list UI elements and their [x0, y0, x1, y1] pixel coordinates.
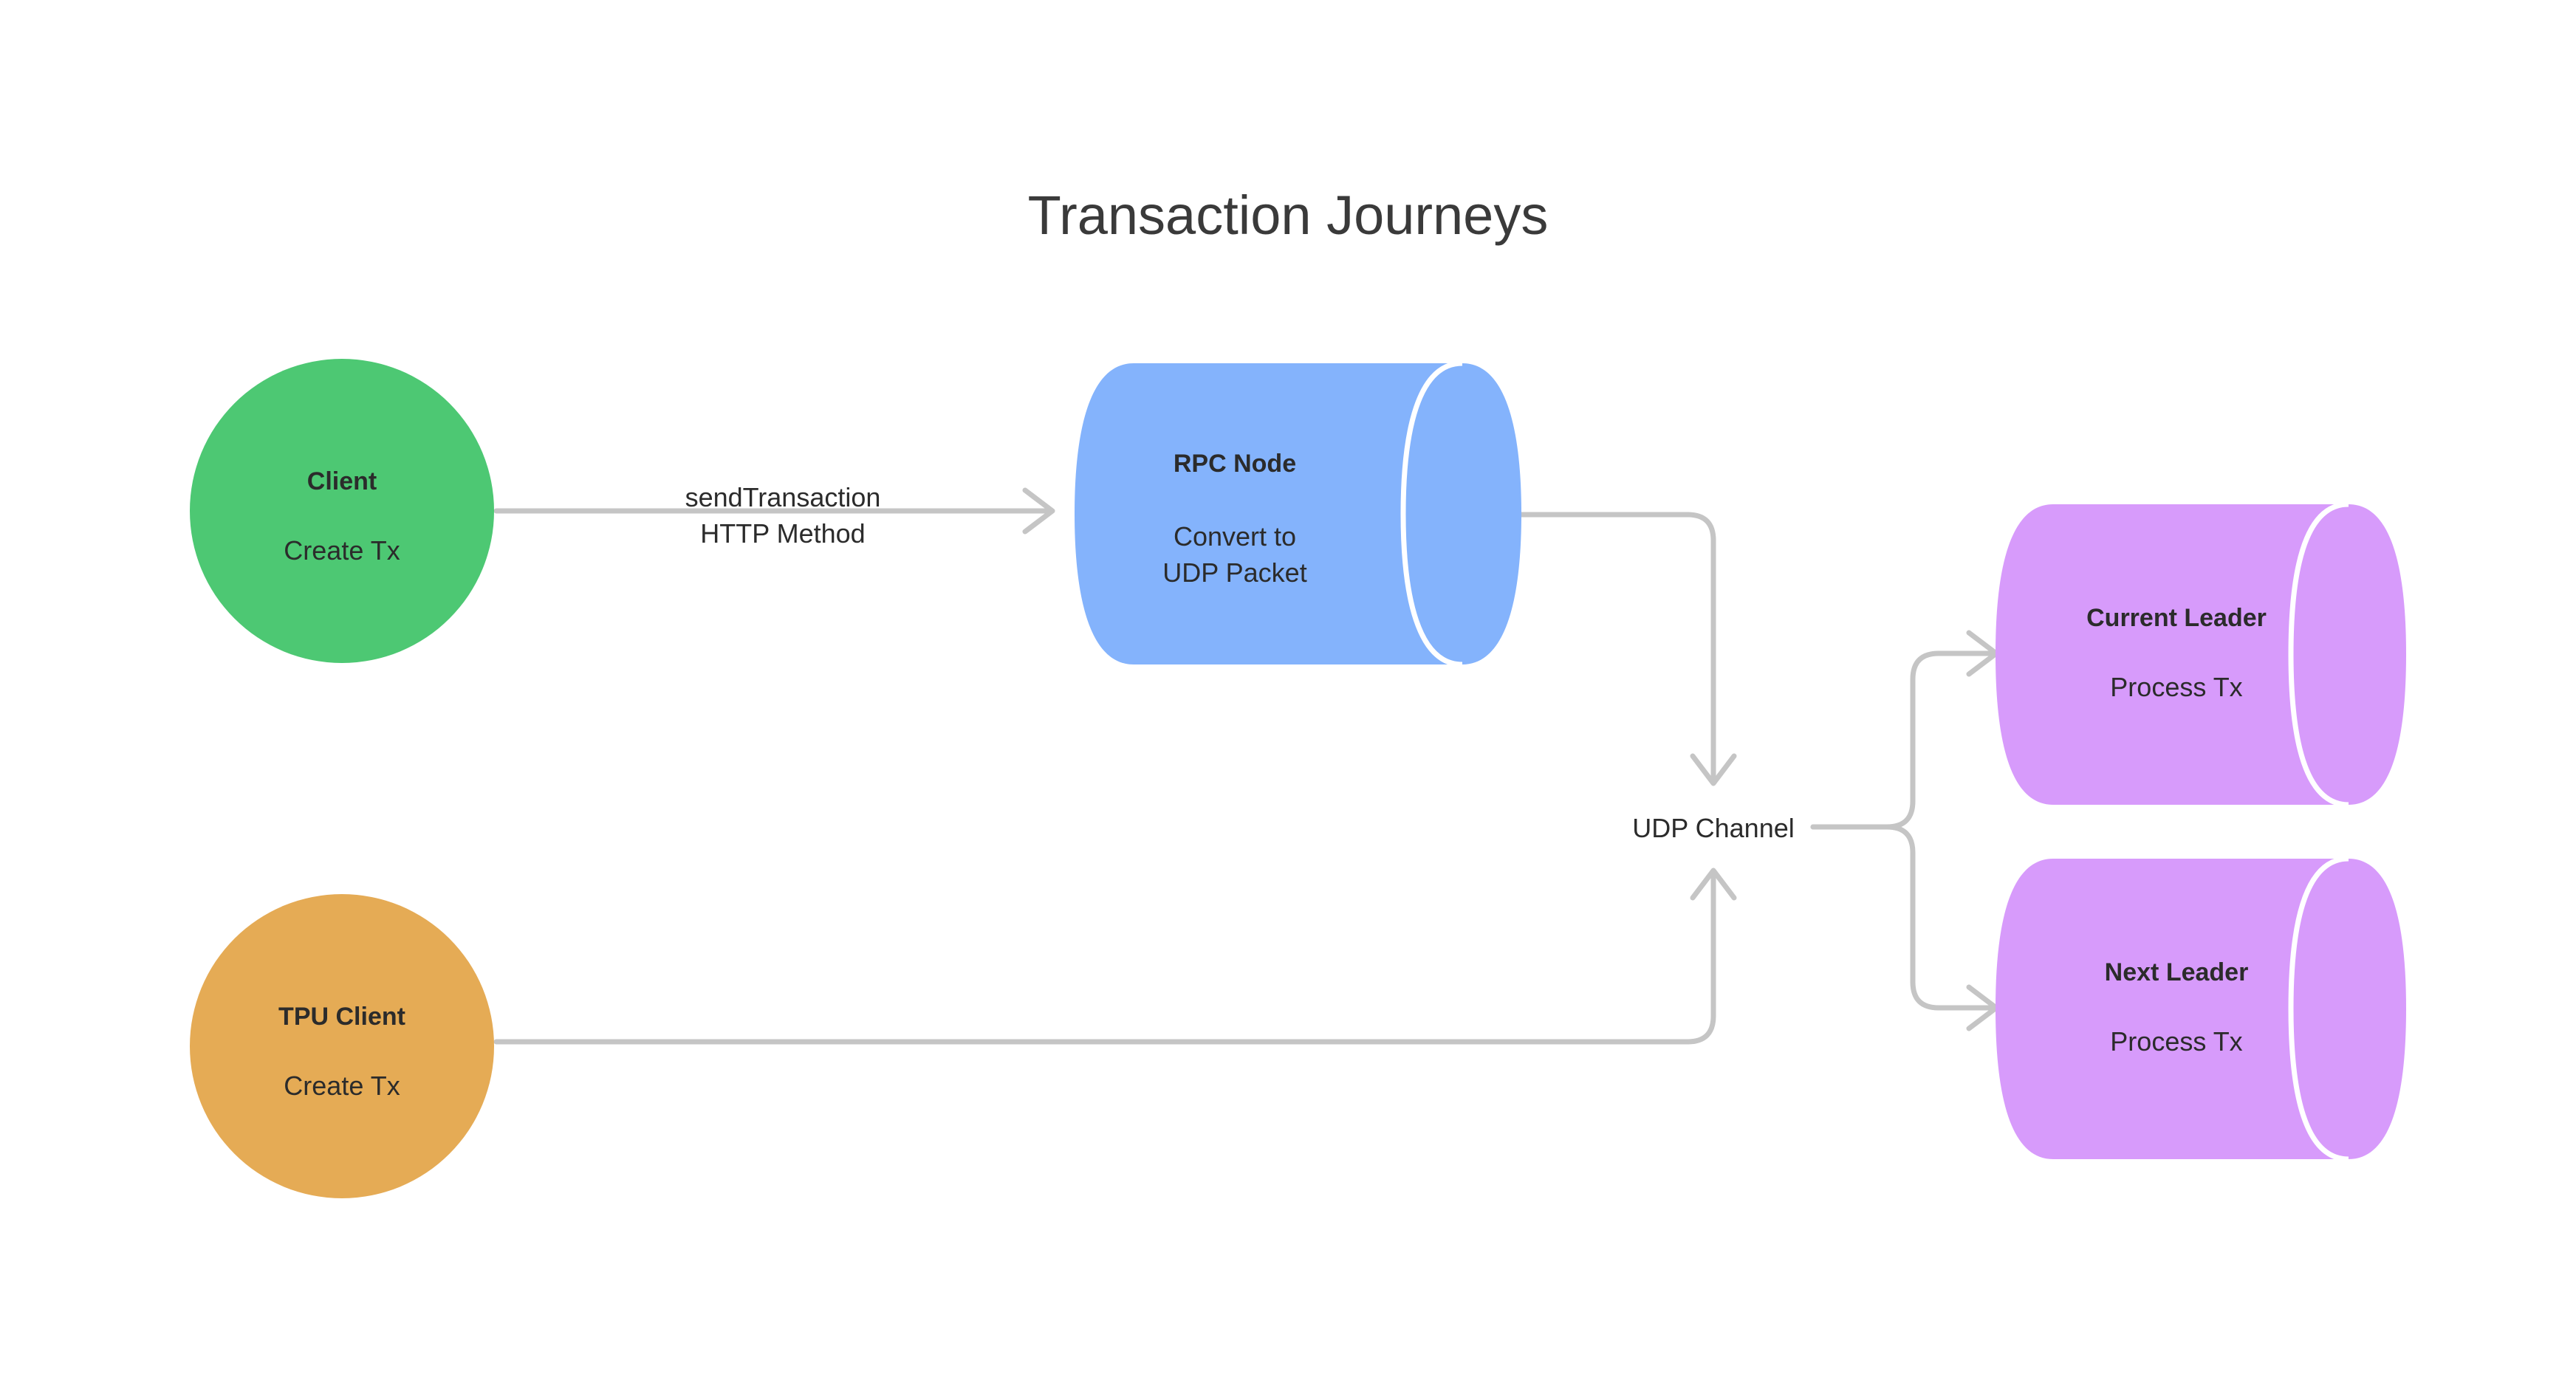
node-current-leader-title: Current Leader	[2086, 604, 2267, 632]
node-next-leader-title: Next Leader	[2105, 958, 2249, 986]
node-rpc-node-cap	[1400, 360, 1463, 667]
node-current-leader-subtitle: Process Tx	[2110, 672, 2242, 702]
udp-channel-junction: UDP Channel	[1621, 803, 1806, 849]
node-next-leader-shape[interactable]	[1996, 859, 2406, 1159]
node-tpu-client-shape[interactable]	[190, 894, 494, 1198]
node-client[interactable]: Client Create Tx	[190, 359, 494, 663]
node-rpc-node[interactable]: RPC Node Convert to UDP Packet	[1075, 360, 1521, 667]
node-client-subtitle: Create Tx	[284, 535, 400, 566]
node-client-title: Client	[307, 467, 377, 495]
node-rpc-node-subtitle-line1: Convert to	[1174, 521, 1296, 552]
edge-udp-to-current-leader-line	[1810, 650, 1997, 830]
edge-client-to-rpc: sendTransaction HTTP Method	[493, 482, 1055, 549]
edge-tpu-to-udp	[493, 868, 1737, 1045]
node-rpc-node-title: RPC Node	[1174, 450, 1296, 478]
node-tpu-client-subtitle: Create Tx	[284, 1071, 400, 1101]
diagram-title: Transaction Journeys	[1028, 185, 1549, 246]
udp-channel-label-backdrop	[1621, 803, 1806, 849]
node-next-leader-subtitle: Process Tx	[2110, 1026, 2242, 1057]
node-tpu-client-title: TPU Client	[278, 1003, 405, 1031]
node-rpc-node-shape[interactable]	[1075, 363, 1521, 664]
edge-tpu-to-udp-arrowhead	[1690, 868, 1737, 901]
node-rpc-node-subtitle-line2: UDP Packet	[1162, 557, 1306, 588]
edge-udp-to-next-leader	[1810, 824, 1999, 1031]
edge-tpu-to-udp-line	[493, 870, 1716, 1045]
edge-udp-to-next-leader-line	[1810, 824, 1997, 1011]
edge-rpc-to-udp	[1445, 512, 1737, 786]
edge-client-to-rpc-label-line2: HTTP Method	[700, 518, 865, 549]
node-current-leader-cap	[2288, 501, 2349, 808]
edge-udp-to-current-leader	[1810, 630, 1999, 830]
node-tpu-client[interactable]: TPU Client Create Tx	[190, 894, 494, 1198]
edge-client-to-rpc-arrowhead	[1022, 487, 1055, 535]
edge-rpc-to-udp-arrowhead	[1690, 753, 1737, 786]
node-current-leader[interactable]: Current Leader Process Tx	[1996, 501, 2406, 808]
node-client-shape[interactable]	[190, 359, 494, 663]
edge-client-to-rpc-label-line1: sendTransaction	[685, 482, 881, 512]
edge-rpc-to-udp-line	[1445, 512, 1716, 784]
udp-channel-label: UDP Channel	[1632, 813, 1794, 843]
node-next-leader[interactable]: Next Leader Process Tx	[1996, 856, 2406, 1162]
node-current-leader-shape[interactable]	[1996, 504, 2406, 805]
node-next-leader-cap	[2288, 856, 2349, 1162]
